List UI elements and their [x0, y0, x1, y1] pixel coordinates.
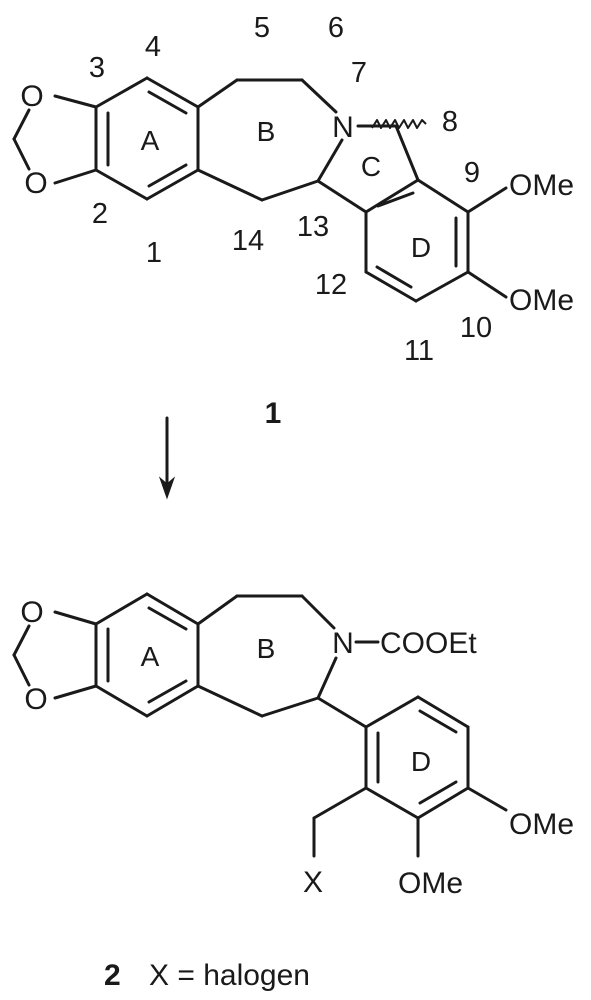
b-d-link-bond-2 [316, 696, 368, 729]
methylenedioxy-2 [12, 610, 98, 700]
cooet-label-2: COOEt [380, 627, 477, 660]
compound-1-structure: O O N OMe OMe A B C D 1 2 3 4 5 6 7 8 9 … [12, 12, 574, 430]
ring-d-bonds-1 [364, 178, 470, 303]
ring-d-label-2: D [411, 746, 431, 777]
position-10: 10 [460, 312, 492, 344]
position-12: 12 [315, 269, 347, 301]
ome-9-bond-1 [466, 186, 508, 214]
ring-d-bonds-2 [364, 695, 470, 820]
ome-9-label-1: OMe [509, 169, 574, 202]
position-9: 9 [464, 157, 480, 189]
ring-d-label-1: D [411, 232, 431, 263]
ome-10-label-1: OMe [509, 284, 574, 317]
ring-c-label-1: C [361, 151, 381, 182]
ome-10-bond-1 [466, 270, 508, 299]
position-7: 7 [351, 57, 367, 89]
compound-2-label: 2 [104, 959, 121, 992]
nitrogen-1: N [332, 111, 354, 144]
position-4: 4 [145, 31, 161, 63]
compound-2-caption: X = halogen [149, 959, 310, 992]
ring-a-bonds-2 [94, 592, 200, 718]
position-6: 6 [328, 12, 344, 44]
wavy-methyl-bond-1 [371, 119, 427, 129]
halogen-x-label-2: X [303, 866, 323, 899]
ring-a-bonds-1 [94, 76, 200, 201]
position-13: 13 [297, 211, 329, 243]
oxygen-bottom-1: O [24, 167, 47, 200]
ch2x-arm-2 [312, 786, 368, 858]
position-1: 1 [146, 237, 162, 269]
methylenedioxy-1 [12, 94, 98, 185]
ring-b-bonds-2 [196, 594, 338, 718]
position-5: 5 [254, 12, 270, 44]
ring-b-bonds-1 [196, 78, 344, 202]
oxygen-bottom-2: O [24, 683, 47, 716]
nitrogen-2: N [332, 627, 354, 660]
compound-2-structure: O O N COOEt X OMe OMe A B D 2 X = haloge… [12, 592, 574, 992]
position-11: 11 [404, 335, 434, 367]
ome-b-label-2: OMe [398, 867, 463, 900]
ome-a-bond-2 [466, 786, 508, 812]
compound-1-label: 1 [265, 397, 282, 430]
oxygen-top-1: O [20, 80, 43, 113]
position-3: 3 [89, 52, 105, 84]
position-8: 8 [442, 106, 458, 138]
position-2: 2 [92, 198, 108, 230]
ring-a-label-2: A [141, 641, 160, 672]
ome-a-label-2: OMe [509, 808, 574, 841]
oxygen-top-2: O [20, 596, 43, 629]
ring-b-label-2: B [257, 633, 276, 664]
ring-a-label-1: A [141, 125, 160, 156]
ring-b-label-1: B [257, 116, 276, 147]
position-14: 14 [232, 225, 264, 257]
reaction-arrow [158, 416, 176, 500]
